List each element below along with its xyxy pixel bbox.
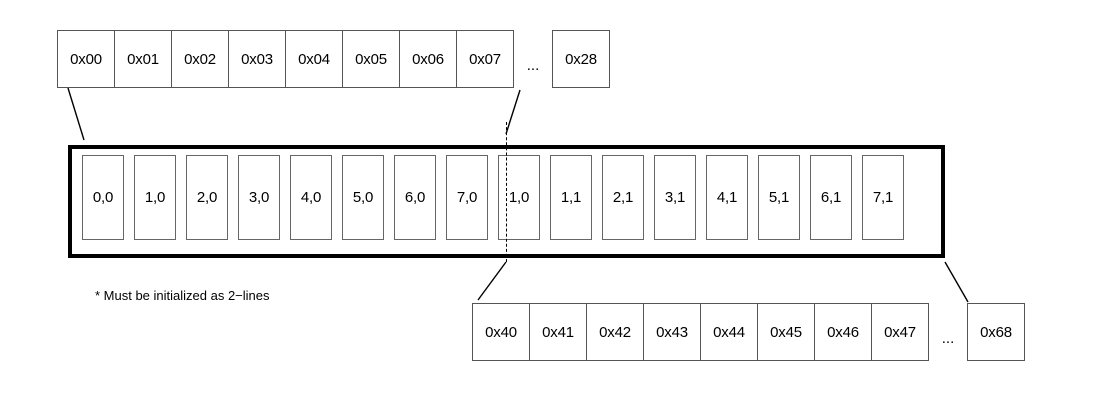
cache-cell: 7,0	[446, 155, 488, 240]
cache-cell: 1,0	[134, 155, 176, 240]
bottom-address-row: 0x40 0x41 0x42 0x43 0x44 0x45 0x46 0x47 …	[472, 303, 1025, 361]
top-address-row: 0x00 0x01 0x02 0x03 0x04 0x05 0x06 0x07 …	[57, 30, 610, 88]
cache-cell: 1,0	[498, 155, 540, 240]
cache-cell: 6,0	[394, 155, 436, 240]
connector-top-left-line	[67, 87, 85, 141]
footnote-text: * Must be initialized as 2−lines	[95, 288, 270, 303]
cache-cell: 2,1	[602, 155, 644, 240]
address-cell: 0x03	[228, 30, 286, 88]
ellipsis-bottom: ...	[941, 330, 955, 347]
cache-line-divider	[506, 122, 507, 262]
cache-cell: 7,1	[862, 155, 904, 240]
address-cell: 0x46	[814, 303, 872, 361]
address-cell: 0x02	[171, 30, 229, 88]
cache-cell: 4,1	[706, 155, 748, 240]
address-cell: 0x07	[456, 30, 514, 88]
address-cell-tail: 0x68	[967, 303, 1025, 361]
address-cell: 0x04	[285, 30, 343, 88]
cache-cell: 3,0	[238, 155, 280, 240]
cache-cell: 5,0	[342, 155, 384, 240]
address-cell: 0x41	[529, 303, 587, 361]
ellipsis-top: ...	[526, 57, 540, 74]
cache-cell: 3,1	[654, 155, 696, 240]
cache-cell-list: 0,0 1,0 2,0 3,0 4,0 5,0 6,0 7,0 1,0 1,1 …	[82, 155, 904, 240]
connector-bottom-right-line	[944, 261, 969, 303]
address-cell: 0x40	[472, 303, 530, 361]
address-cell: 0x43	[643, 303, 701, 361]
cache-cell: 5,1	[758, 155, 800, 240]
address-cell: 0x01	[114, 30, 172, 88]
cache-cell: 1,1	[550, 155, 592, 240]
address-cell: 0x06	[399, 30, 457, 88]
address-cell: 0x44	[700, 303, 758, 361]
address-cell-tail: 0x28	[552, 30, 610, 88]
cache-cell: 2,0	[186, 155, 228, 240]
address-cell: 0x05	[342, 30, 400, 88]
cache-cell: 0,0	[82, 155, 124, 240]
connector-top-right-line	[505, 89, 521, 135]
address-cell: 0x00	[57, 30, 115, 88]
cache-cell: 6,1	[810, 155, 852, 240]
cache-cell: 4,0	[290, 155, 332, 240]
connector-bottom-left-line	[477, 261, 507, 301]
address-cell: 0x45	[757, 303, 815, 361]
address-cell: 0x42	[586, 303, 644, 361]
address-cell: 0x47	[871, 303, 929, 361]
